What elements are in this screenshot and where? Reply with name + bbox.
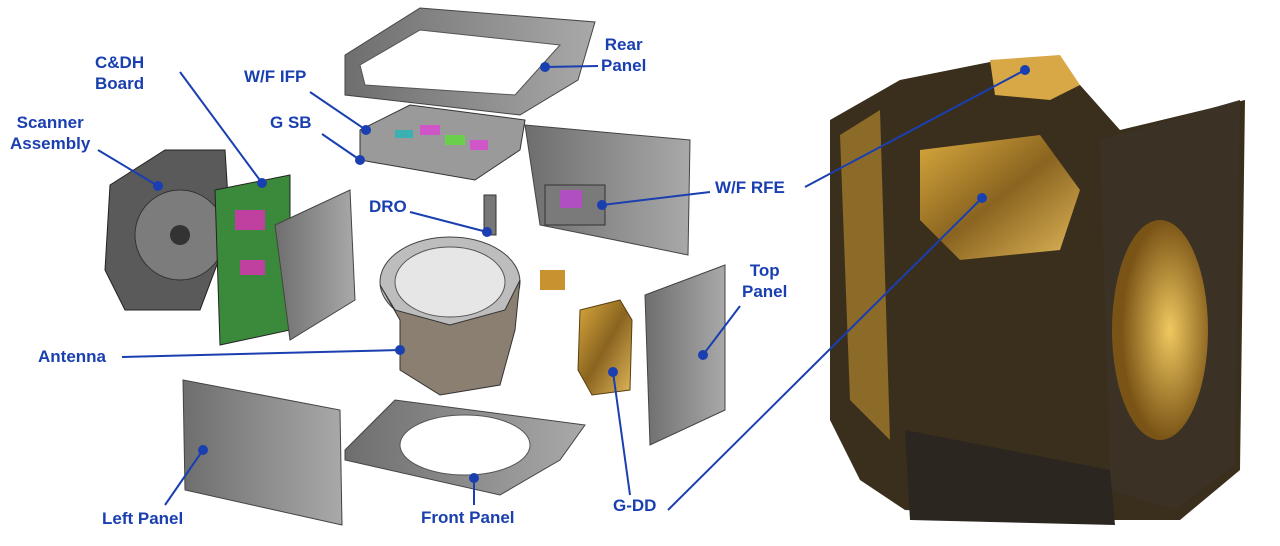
waveguide-flange: [540, 270, 565, 290]
label-front-panel: Front Panel: [421, 508, 515, 527]
cdh-board: [214, 174, 291, 346]
label-cdh-board: C&DH Board: [95, 52, 144, 94]
wf-ifp-box: [359, 104, 526, 181]
circuit-components: [395, 125, 488, 150]
antenna: [379, 236, 521, 396]
label-dro: DRO: [369, 197, 407, 216]
label-line: Panel: [601, 56, 647, 75]
label-line: Assembly: [10, 134, 91, 153]
label-wf-ifp: W/F IFP: [244, 67, 307, 86]
label-line: Rear: [604, 35, 643, 54]
label-line: Top: [749, 261, 780, 280]
label-left-panel: Left Panel: [102, 509, 184, 528]
left-panel: [182, 379, 343, 526]
rear-panel-cutout: [359, 29, 562, 96]
cdh-cover-panel: [274, 189, 356, 341]
front-panel: [344, 399, 586, 496]
top-panel: [644, 264, 726, 446]
label-g-sb: G SB: [270, 113, 312, 132]
wf-rfe: [544, 184, 606, 226]
instrument-photo: [830, 55, 1245, 525]
leader-lines: [97, 62, 1030, 511]
label-g-dd: G-DD: [613, 496, 657, 515]
label-wf-rfe: W/F RFE: [715, 178, 785, 197]
label-antenna: Antenna: [38, 347, 106, 366]
scanner-assembly: [104, 149, 231, 311]
label-line: Board: [95, 74, 145, 93]
label-line: Scanner: [16, 113, 84, 132]
label-line: C&DH: [95, 53, 145, 72]
label-line: Panel: [742, 282, 788, 301]
g-dd: [577, 299, 633, 396]
